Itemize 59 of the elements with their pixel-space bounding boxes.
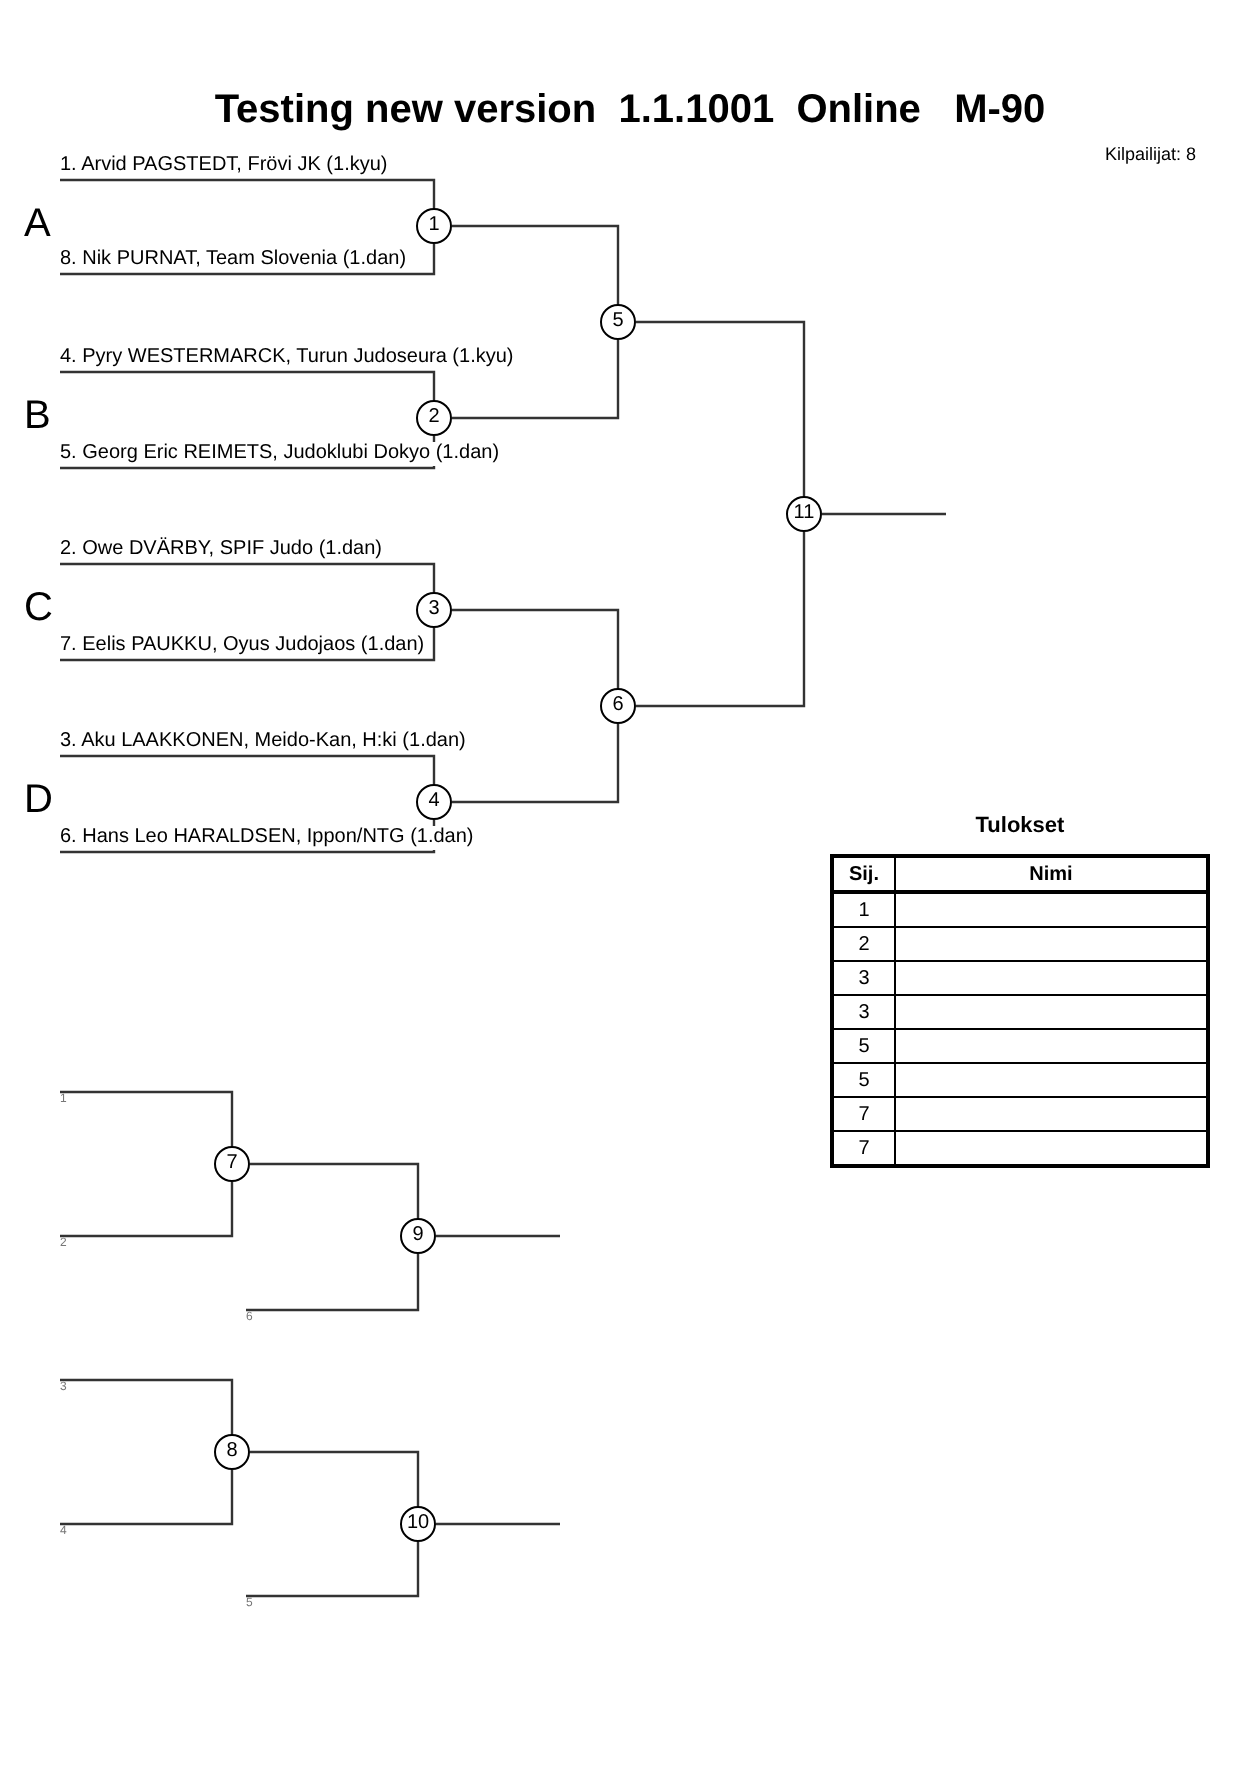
rank-number: 2: [832, 927, 895, 961]
column-header: Sij.: [832, 856, 895, 892]
winner-line: [436, 1234, 560, 1238]
bracket-line: [60, 436, 436, 470]
competitor-name: 8. Nik PURNAT, Team Slovenia (1.dan): [60, 248, 407, 272]
bracket-line: [60, 178, 436, 208]
match-number-circle: 11: [786, 496, 822, 532]
bracket-line: [60, 754, 436, 784]
match-number-circle: 4: [416, 784, 452, 820]
match-number-circle: 2: [416, 400, 452, 436]
bracket-line: [60, 820, 436, 854]
bracket-line: [60, 370, 436, 400]
winner-line: [822, 512, 946, 516]
rank-number: 1: [832, 892, 895, 927]
bracket-line: [60, 1090, 234, 1146]
bracket-line: [636, 532, 806, 708]
match-number-circle: 1: [416, 208, 452, 244]
title: Testing new version 1.1.1001 Online M-90: [214, 88, 1046, 134]
bracket-line: [60, 1378, 234, 1434]
match-number-circle: 5: [600, 304, 636, 340]
bracket-line: [246, 1542, 420, 1598]
pool-letter: D: [24, 778, 53, 822]
table-title: Tulokset: [973, 814, 1067, 838]
competitor-name: 4. Pyry WESTERMARCK, Turun Judoseura (1.kyu): [60, 346, 514, 370]
bracket-line: [60, 1182, 234, 1238]
bracket-line: [60, 562, 436, 592]
competitor-name: 1. Arvid PAGSTEDT, Frövi JK (1.kyu): [60, 154, 388, 178]
rank-number: 3: [832, 995, 895, 1029]
bracket-line: [452, 724, 620, 804]
winner-line: [436, 1522, 560, 1526]
match-number-circle: 6: [600, 688, 636, 724]
match-number-circle: 10: [400, 1506, 436, 1542]
bracket-line: [60, 628, 436, 662]
match-number-circle: 8: [214, 1434, 250, 1470]
match-number-circle: 3: [416, 592, 452, 628]
bracket-line: [636, 320, 806, 496]
rank-number: 3: [832, 961, 895, 995]
pool-letter: A: [24, 202, 51, 246]
bracket-line: [250, 1162, 420, 1218]
bracket-line: [452, 340, 620, 420]
bracket-line: [60, 1470, 234, 1526]
bracket-line: [60, 244, 436, 276]
bracket-line: [250, 1450, 420, 1506]
competitor-name: 6. Hans Leo HARALDSEN, Ippon/NTG (1.dan): [60, 826, 474, 850]
competitor-name: 7. Eelis PAUKKU, Oyus Judojaos (1.dan): [60, 634, 425, 658]
rank-number: 5: [832, 1063, 895, 1097]
rank-number: 5: [832, 1029, 895, 1063]
rank-number: 7: [832, 1097, 895, 1131]
match-number-circle: 7: [214, 1146, 250, 1182]
bracket-line: [452, 224, 620, 304]
competitor-name: 2. Owe DVÄRBY, SPIF Judo (1.dan): [60, 538, 383, 562]
match-number-circle: 9: [400, 1218, 436, 1254]
pool-letter: C: [24, 586, 53, 630]
pool-letter: B: [24, 394, 51, 438]
competitor-name: 3. Aku LAAKKONEN, Meido-Kan, H:ki (1.dan): [60, 730, 466, 754]
bracket-line: [452, 608, 620, 688]
competitor-name: 5. Georg Eric REIMETS, Judoklubi Dokyo (1.dan): [60, 442, 500, 466]
bracket-line: [246, 1254, 420, 1312]
competitor-count: Kilpailijat: 8: [1104, 144, 1196, 164]
